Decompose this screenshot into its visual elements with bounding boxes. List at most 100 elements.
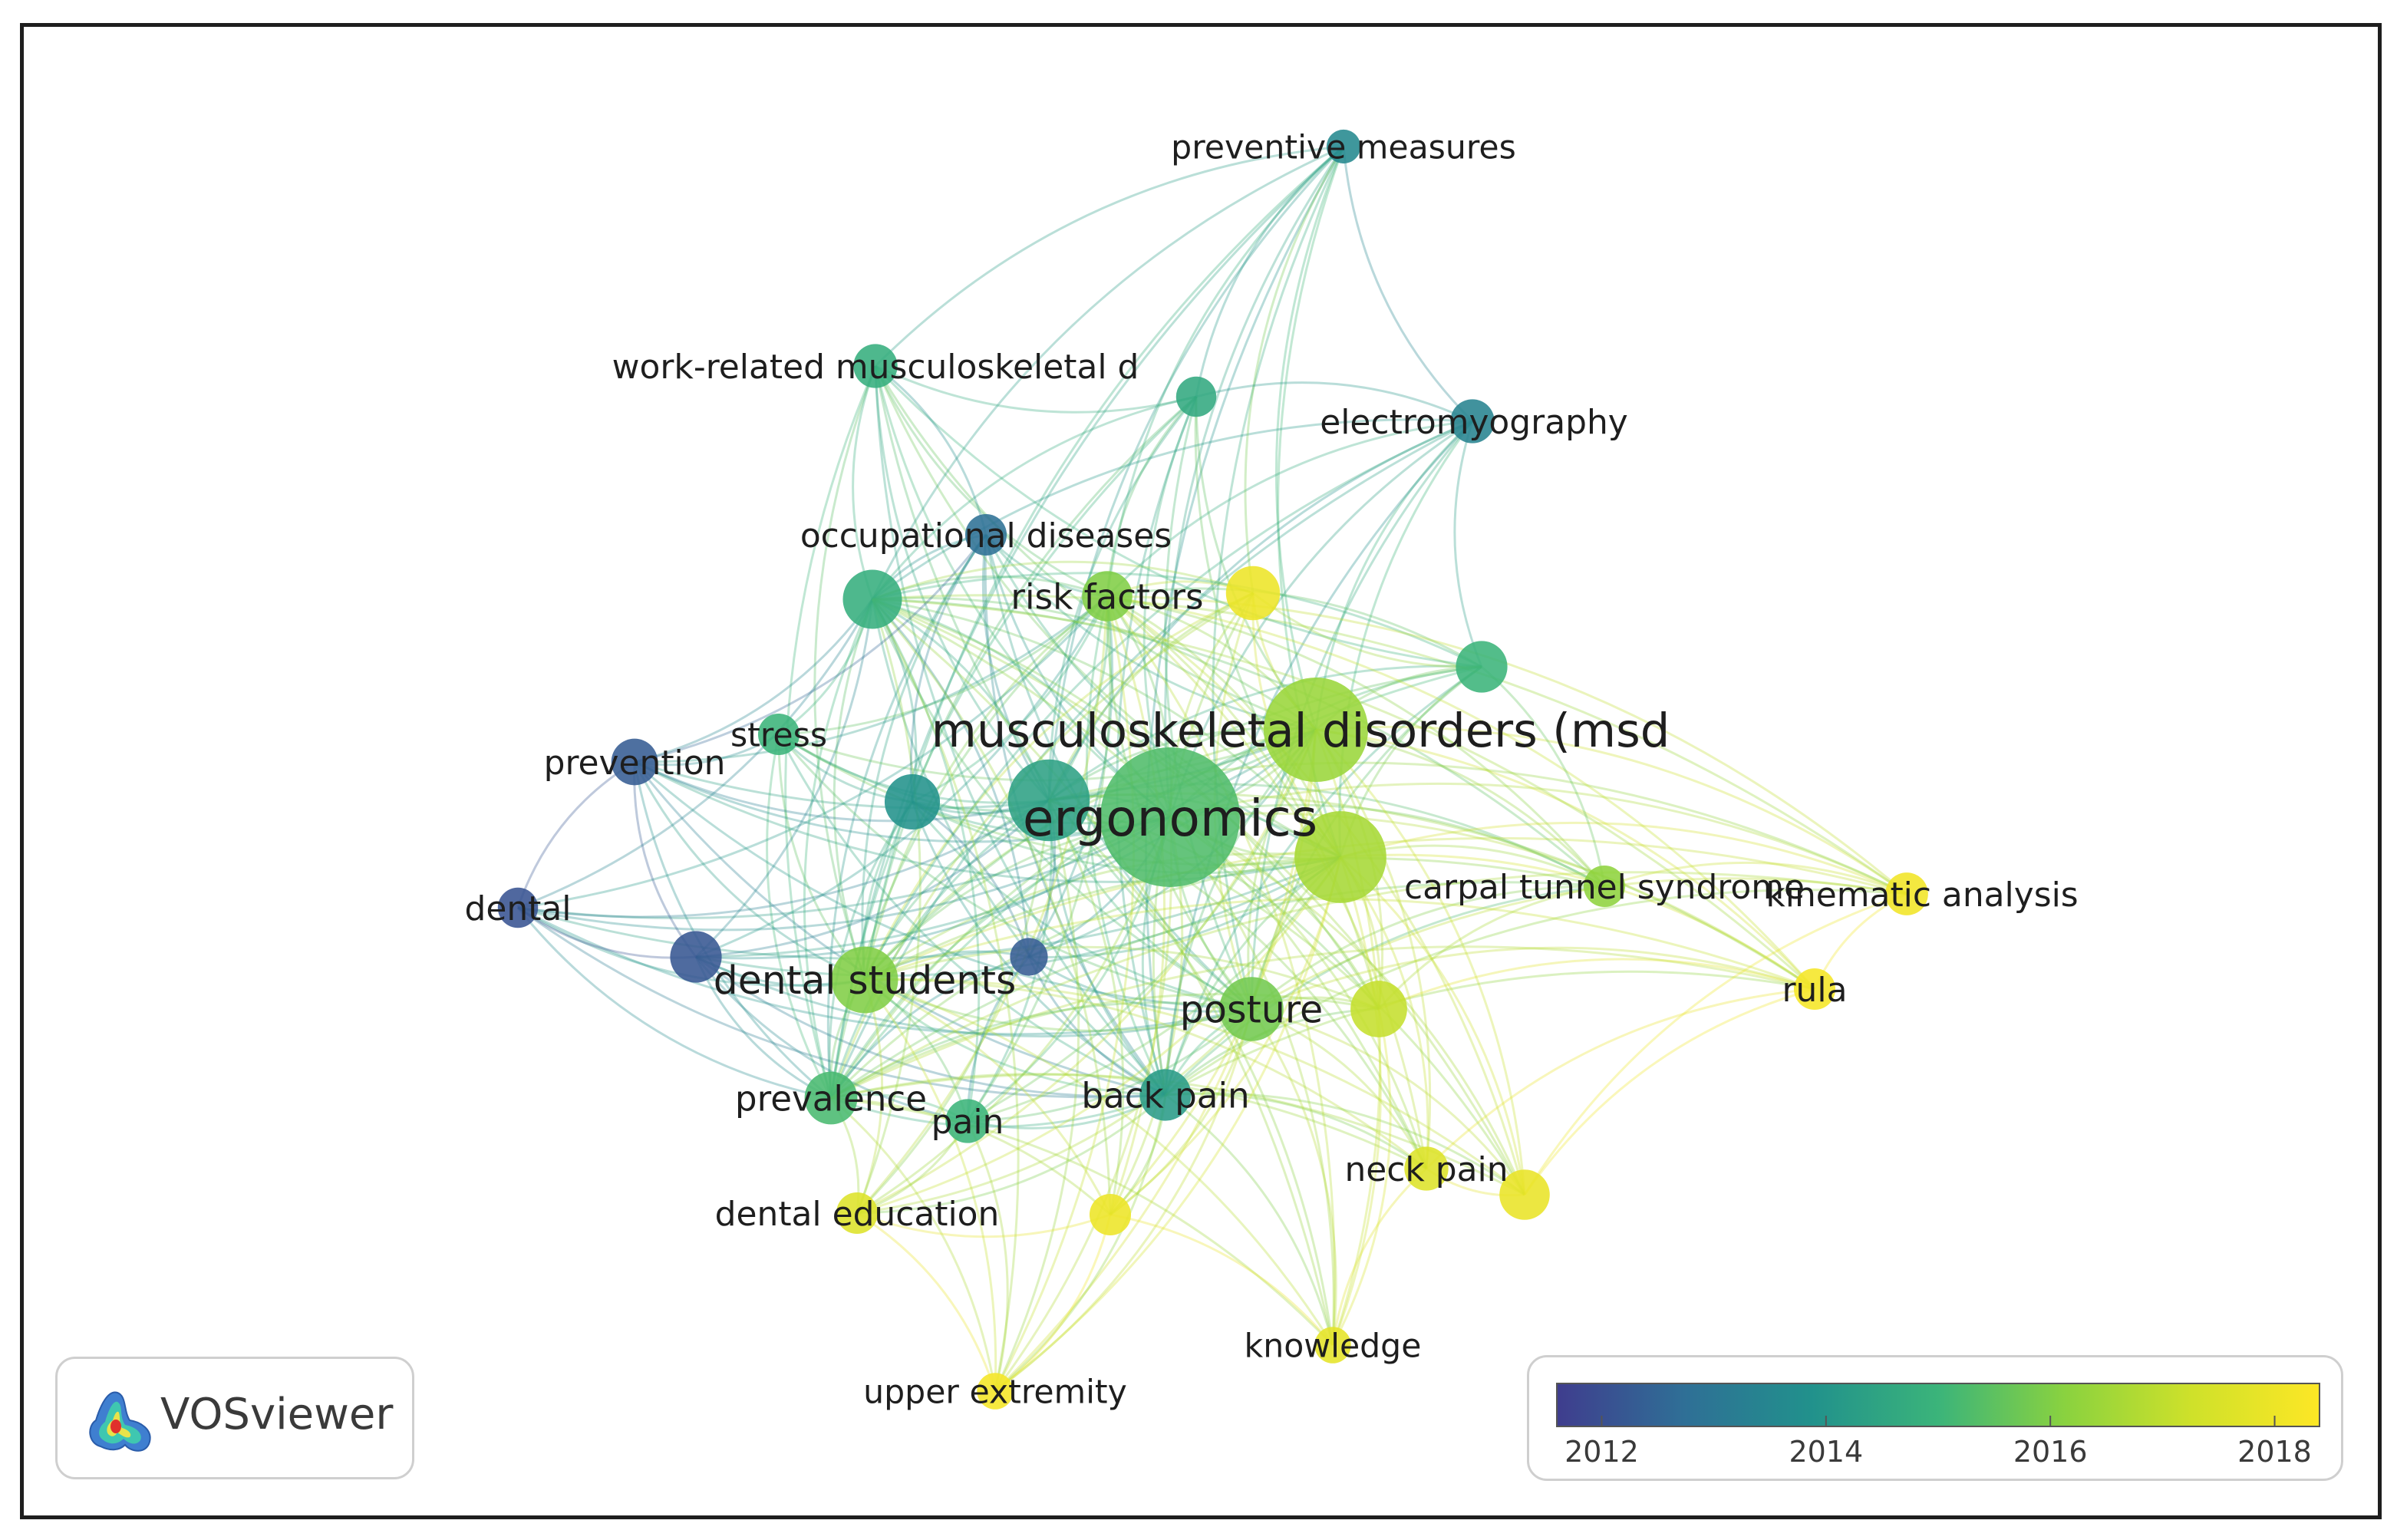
edge-kin-ergonomics [1169, 782, 1907, 895]
edge-dented-msd [856, 729, 1317, 1215]
edge-dental-teal_big [517, 799, 1050, 918]
node-label-wrmsd[interactable]: work-related musculoskeletal d [612, 348, 1139, 387]
edge-green_big-teal_left [872, 598, 1342, 858]
node-yellow_small[interactable] [1089, 1193, 1132, 1236]
node-msd[interactable] [1263, 677, 1369, 783]
node-purple_left[interactable] [670, 931, 722, 983]
node-yellow_top[interactable] [1225, 566, 1281, 621]
edge-kin-posture [1251, 877, 1907, 1011]
node-label-kin[interactable]: kinematic analysis [1766, 876, 2078, 915]
label-layer: ergonomics musculoskeletal disorders (msd… [465, 128, 2079, 1411]
node-prevention[interactable] [611, 738, 658, 786]
edge-prevmeas-wrmsd [874, 145, 1344, 368]
node-label-emg[interactable]: electromyography [1320, 403, 1628, 442]
edge-upperext-teal_big [994, 800, 1080, 1392]
edge-dented-ergonomics [856, 816, 1172, 1215]
node-ergonomics[interactable] [1100, 747, 1240, 887]
node-label-prevalence[interactable]: prevalence [735, 1078, 927, 1119]
edge-teal_left-dstudents [833, 599, 874, 981]
edge-prevention-dstudents [633, 761, 865, 981]
edge-risk-dstudents [863, 595, 1108, 981]
node-dented[interactable] [836, 1192, 879, 1235]
edge-upperext-posture [994, 1008, 1253, 1393]
edge-neckpain-prevalence [830, 1073, 1427, 1170]
edge-upperext-pain [966, 1120, 1009, 1392]
node-knowledge[interactable] [1314, 1327, 1351, 1364]
node-emg[interactable] [1450, 399, 1495, 444]
node-purple_small[interactable] [1010, 938, 1048, 976]
edge-purple_left-msd [695, 728, 1317, 958]
node-yellow_right[interactable] [1499, 1169, 1550, 1220]
edge-yellow_right-teal_left [872, 598, 1526, 1195]
node-stress[interactable] [757, 713, 800, 756]
node-teal_left[interactable] [842, 569, 902, 629]
vosviewer-logo: VOSviewer [55, 1357, 414, 1479]
edge-purple_left-teal_left [694, 599, 874, 958]
node-kin[interactable] [1885, 872, 1928, 915]
edge-dented-backpain [856, 1093, 1166, 1215]
edge-pain-msd [967, 729, 1317, 1123]
node-label-posture[interactable]: posture [1180, 988, 1323, 1032]
node-lime[interactable] [1350, 981, 1407, 1037]
node-label-stress[interactable]: stress [730, 716, 827, 754]
node-label-pain[interactable]: pain [931, 1103, 1004, 1142]
edge-blue_mid-prevalence [828, 801, 914, 1099]
node-top_teal[interactable] [1175, 376, 1217, 417]
node-label-dstudents[interactable]: dental students [714, 958, 1016, 1003]
node-risk[interactable] [1082, 571, 1133, 622]
edge-yellow_small-dstudents [864, 978, 1112, 1215]
edge-top_teal-teal_left [871, 395, 1197, 600]
edge-wrmsd-teal_big [874, 365, 1050, 801]
edge-emg-teal_big [1047, 420, 1473, 801]
edge-kin-teal_left [872, 594, 1907, 895]
node-label-dented[interactable]: dental education [715, 1195, 1000, 1234]
node-dstudents[interactable] [831, 946, 898, 1014]
node-backpain[interactable] [1139, 1069, 1192, 1121]
node-posture[interactable] [1219, 977, 1284, 1041]
edge-purple_left-posture [695, 955, 1252, 1038]
edge-cts-posture [1251, 885, 1605, 1011]
node-label-cts[interactable]: carpal tunnel syndrome [1404, 868, 1805, 907]
node-teal_big[interactable] [1007, 759, 1090, 842]
edge-purple_small-pain [966, 956, 1030, 1122]
node-label-backpain[interactable]: back pain [1081, 1075, 1249, 1116]
node-label-upperext[interactable]: upper extremity [863, 1373, 1127, 1411]
node-rula[interactable] [1793, 968, 1836, 1011]
node-green_big[interactable] [1294, 811, 1386, 903]
node-label-msd[interactable]: musculoskeletal disorders (msd [931, 704, 1670, 758]
edge-dental-posture [517, 906, 1252, 1036]
edge-knowledge-ergonomics [1169, 816, 1335, 1346]
edge-msd-backpain [1164, 728, 1317, 1096]
edge-rula-prevalence [830, 945, 1815, 1100]
node-label-ergonomics[interactable]: ergonomics [1023, 789, 1317, 848]
keyword-cooccurrence-network[interactable]: ergonomics musculoskeletal disorders (msd… [24, 27, 2378, 1515]
node-dental[interactable] [497, 887, 539, 928]
node-label-rula[interactable]: rula [1782, 971, 1848, 1010]
node-blue_mid[interactable] [884, 773, 941, 830]
node-label-risk[interactable]: risk factors [1011, 576, 1203, 617]
node-cts[interactable] [1583, 865, 1626, 908]
edge-dented-risk [856, 595, 1109, 1215]
node-label-knowledge[interactable]: knowledge [1245, 1327, 1422, 1365]
edge-emg-teal_left [872, 418, 1473, 601]
node-label-dental[interactable]: dental [465, 889, 572, 928]
edge-dental-ergonomics [517, 816, 1171, 932]
legend-tick-label: 2016 [2013, 1435, 2088, 1469]
node-prevalence[interactable] [804, 1071, 858, 1125]
node-wrmsd[interactable] [853, 344, 898, 388]
edge-green_big-prevalence [829, 856, 1341, 1100]
node-prevmeas[interactable] [1326, 129, 1361, 164]
node-neckpain[interactable] [1404, 1146, 1449, 1191]
edge-teal_big-backpain [1047, 800, 1167, 1096]
node-teal_right[interactable] [1456, 641, 1508, 693]
node-occ[interactable] [964, 513, 1007, 556]
node-pain[interactable] [945, 1099, 990, 1143]
node-label-prevmeas[interactable]: preventive measures [1171, 128, 1516, 167]
node-upperext[interactable] [977, 1373, 1014, 1410]
node-label-neckpain[interactable]: neck pain [1344, 1150, 1508, 1189]
edge-prevention-green_big [634, 760, 1341, 883]
node-label-prevention[interactable]: prevention [544, 744, 726, 783]
node-label-occ[interactable]: occupational diseases [800, 516, 1172, 556]
edge-knowledge-yellow_small [1109, 1213, 1334, 1346]
